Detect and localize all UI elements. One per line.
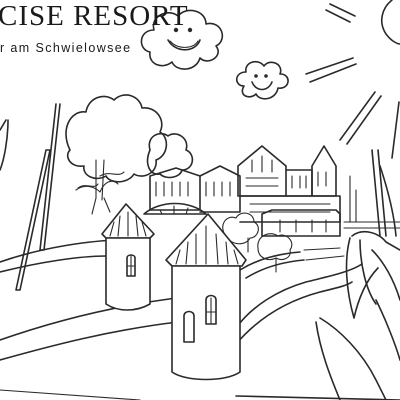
resort-title: CISE RESORT bbox=[0, 0, 189, 32]
smiling-cloud-small-icon bbox=[235, 60, 289, 100]
smiling-cloud-large-icon bbox=[140, 9, 224, 70]
trees-left bbox=[65, 94, 194, 201]
resort-building bbox=[143, 145, 341, 237]
foreground-leaves bbox=[315, 230, 400, 400]
tree-branches bbox=[75, 180, 119, 215]
ground-paths bbox=[0, 239, 400, 400]
resort-subtitle: r am Schwielowsee bbox=[0, 41, 132, 55]
right-grasses bbox=[343, 149, 400, 237]
tower-small bbox=[101, 203, 155, 311]
decorative-poles bbox=[0, 103, 61, 291]
sun-icon bbox=[305, 0, 400, 159]
tower-large bbox=[165, 213, 247, 381]
